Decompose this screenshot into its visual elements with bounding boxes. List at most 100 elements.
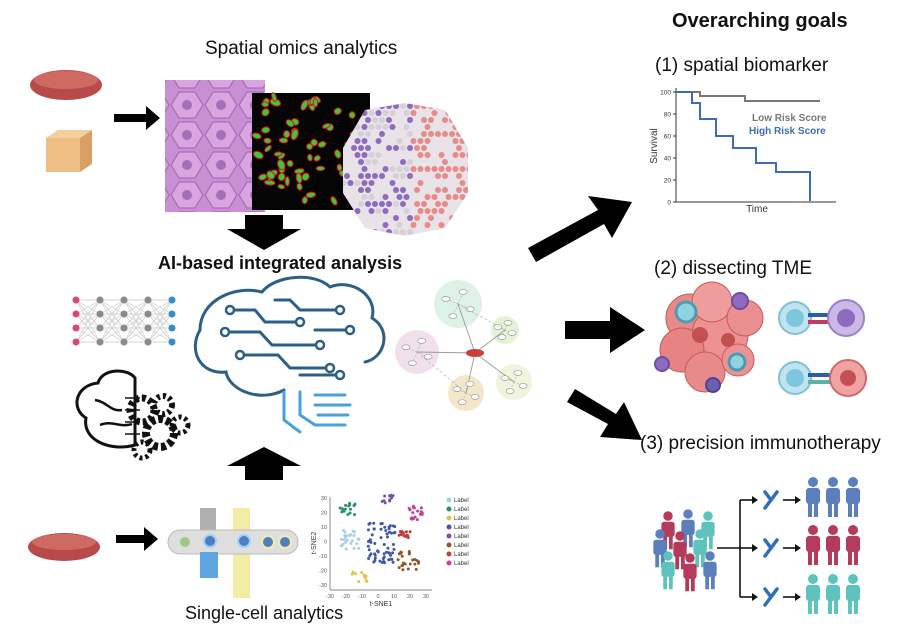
nn-node [96,296,104,304]
person-leg [655,553,660,568]
spatial-spot [410,110,417,116]
tsne-point [351,529,355,533]
spatial-spot [445,110,452,116]
tsne-x-tick: -30 [326,594,334,600]
spatial-spot [459,166,466,172]
network-subedge [501,329,506,338]
spatial-spot [445,194,452,200]
spatial-spot [463,159,468,165]
spatial-spot [365,229,371,235]
tsne-y-tick: 10 [321,525,327,531]
tsne-point [386,546,390,550]
spatial-spot [386,187,392,193]
spatial-spot [452,166,459,172]
nn-node [120,296,128,304]
spatial-spot [361,166,368,172]
nn-edge [99,327,125,343]
tsne-point [344,547,348,551]
tsne-point [414,567,418,571]
tissue-block-icon [46,130,92,172]
spatial-spot [445,166,452,172]
spatial-spot [351,187,357,193]
tsne-point [382,542,386,546]
tsne-legend-swatch [446,506,452,512]
spatial-spot [407,187,413,193]
spatial-spot [417,124,424,130]
segmented-cell [277,159,286,171]
spatial-spot [438,180,445,186]
nn-edge [75,299,101,315]
network-node [518,383,528,389]
tsne-point [399,550,403,554]
tsne-y-label: t-SNE2 [311,532,318,555]
nn-edge [75,313,101,343]
spatial-spot [347,194,354,200]
spatial-spot [403,222,410,228]
spatial-spot [449,159,455,165]
person-body [661,521,675,537]
spatial-spot [456,201,462,207]
interaction-network-icon [395,280,532,411]
survival-y-tick: 20 [664,178,672,185]
spatial-spot [368,110,375,116]
spatial-spot [438,152,445,158]
spatial-spot [372,103,378,109]
spatial-spot [382,152,389,158]
spatial-spot [372,117,378,123]
spatial-spot [400,187,406,193]
spatial-spot [393,103,399,109]
network-node [493,324,503,330]
network-cross-edge [416,351,467,394]
spatial-spot [435,159,441,165]
network-node [513,370,523,376]
tsne-point [392,531,396,535]
spatial-spot [382,208,389,214]
tsne-point [343,530,347,534]
spatial-spot [382,222,389,228]
survival-y-tick: 100 [660,90,671,97]
person-leg [848,503,852,517]
tsne-x-tick: 20 [407,594,413,600]
tumor-microenvironment-icon [654,281,764,393]
spatial-spot [424,110,431,116]
tissue-sample-highlight-single-cell [32,534,96,550]
spatial-spot [452,138,459,144]
spatial-spot [379,215,385,221]
tsne-point [385,550,389,554]
legend-high-risk: High Risk Score [749,126,826,137]
tissue-sample-highlight [34,71,98,89]
nn-node [96,310,104,318]
nn-node [168,338,176,346]
spatial-spot [442,131,448,137]
ai-analysis-title: AI-based integrated analysis [158,253,403,273]
goal-1-label: (1) spatial biomarker [655,55,829,76]
nn-node [120,338,128,346]
tsne-legend-swatch [446,560,452,566]
tsne-point [392,547,396,551]
spatial-spot [414,229,420,235]
network-node [503,320,513,326]
nn-node [72,324,80,332]
spatial-spot [456,145,462,151]
spatial-spot [445,152,452,158]
tsne-point [379,536,383,540]
spatial-spot [428,173,434,179]
spatial-spot [361,180,368,186]
spatial-spot [456,131,462,137]
spatial-spot [379,131,385,137]
spatial-spot [403,110,410,116]
spatial-spot [421,159,427,165]
person-leg [848,551,852,565]
tsne-point [400,564,404,568]
tsne-point [388,494,392,498]
tsne-point [340,510,344,514]
spatial-spot [463,145,468,151]
tsne-point [406,567,410,571]
person-head [848,477,858,487]
tsne-point [408,562,412,566]
person-leg [668,575,673,590]
spatial-spot [382,166,389,172]
spatial-spot [372,145,378,151]
spatial-spot [442,229,448,235]
person-body [846,585,860,601]
